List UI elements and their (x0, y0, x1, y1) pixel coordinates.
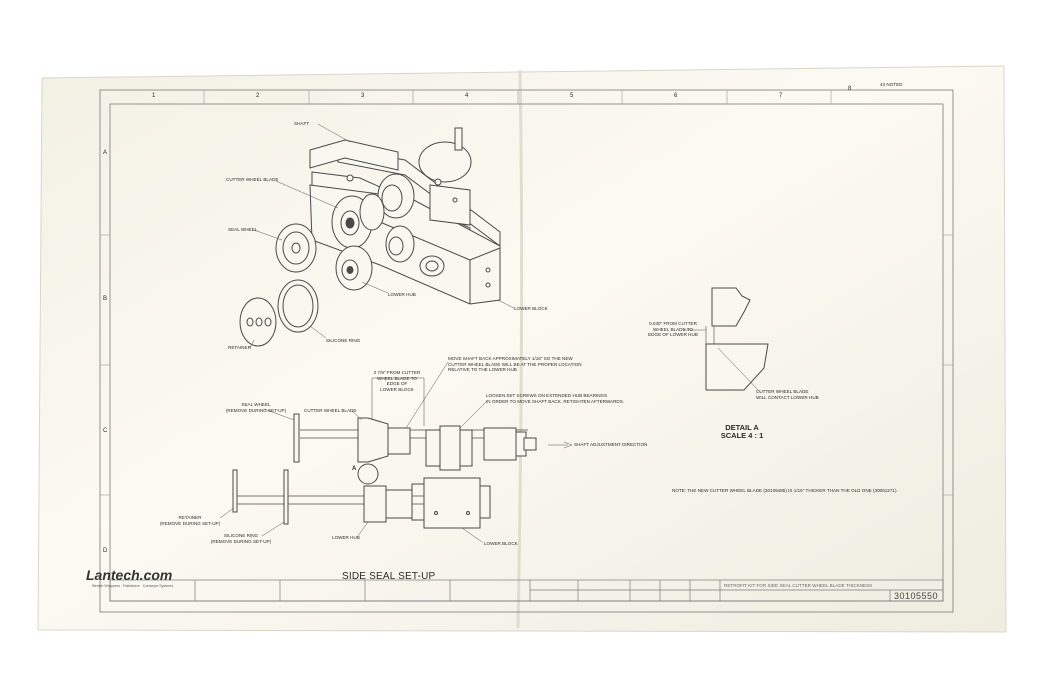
side-view-title: SIDE SEAL SET-UP (342, 571, 436, 582)
side-retainer (232, 469, 238, 513)
label-lower-hub: LOWER HUB (388, 292, 416, 297)
revision-note: NOTE: THE NEW CUTTER WHEEL BLADE (301094… (672, 488, 898, 493)
detail-a-drawing (705, 287, 769, 391)
side-seal-wheel (293, 413, 300, 463)
border-letter: D (103, 548, 108, 554)
detail-blade (711, 287, 751, 327)
side-view-assembly (232, 377, 537, 529)
company-logo: Lantech.com (86, 567, 173, 583)
side-label-shaft-adjustment: SHAFT ADJUSTMENT DIRECTION (574, 442, 648, 447)
paper-fold (516, 69, 524, 629)
detail-circle (357, 463, 379, 485)
border-letter: A (103, 150, 108, 156)
border-letter: C (103, 428, 108, 434)
border-letter: B (103, 296, 108, 302)
border-number: 1 (152, 93, 156, 99)
company-tagline: Stretch Wrappers · Palletizers · Conveyo… (92, 584, 174, 588)
move-shaft-note: MOVE SHAFT BACK APPROXIMATELY 1/16" SO T… (448, 356, 582, 373)
side-lower-hub (363, 485, 387, 523)
exploded-leaders (249, 123, 515, 349)
border-number: 2 (256, 93, 260, 99)
detail-note-bottom: CUTTER WHEEL BLADE WILL CONTACT LOWER HU… (756, 389, 819, 400)
label-retainer: RETAINER (228, 345, 251, 350)
border-number: 6 (674, 93, 678, 99)
motor-body (418, 141, 472, 183)
side-leaders (219, 361, 573, 543)
detail-hub (705, 343, 769, 391)
border-number: 4 (465, 93, 469, 99)
document-number: 30105550 (894, 591, 939, 601)
border-number: 8 (848, 86, 852, 92)
loosen-note: LOOSEN SET SCREWS ON EXTENDED HUB BEARIN… (486, 393, 625, 404)
label-shaft: SHAFT (294, 121, 310, 126)
detail-marker: A (352, 466, 357, 472)
drawing-title: RETROFIT KIT FOR SIDE SEAL CUTTER WHEEL … (724, 583, 873, 588)
border-number: 3 (361, 93, 365, 99)
side-cutter-wheel-blade (357, 417, 389, 463)
side-label-silicone-ring: SILICONE RING (REMOVE DURING SET-UP) (210, 533, 272, 544)
side-label-retainer: RETAINER (REMOVE DURING SET-UP) (159, 515, 221, 526)
detail-scale: SCALE 4 : 1 (720, 431, 764, 440)
label-lower-block: LOWER BLOCK (514, 306, 548, 311)
label-cutter-wheel-blade: CUTTER WHEEL BLADE (226, 177, 279, 182)
side-lower-block (423, 477, 481, 529)
side-silicone-ring (283, 469, 289, 525)
label-seal-wheel: SEAL WHEEL (228, 227, 258, 232)
exploded-assembly (239, 127, 501, 347)
border-zone-ticks (100, 90, 953, 496)
side-label-cutter-wheel-blade: CUTTER WHEEL BLADE (304, 408, 357, 413)
detail-leaders (684, 329, 761, 393)
dimension-note: 2 7/8" FROM CUTTER WHEEL BLADE TO EDGE O… (373, 370, 421, 392)
label-silicone-ring: SILICONE RING (326, 338, 361, 343)
side-label-seal-wheel: SEAL WHEEL (REMOVE DURING SET-UP) (225, 402, 287, 413)
detail-note-top: 0.030" FROM CUTTER WHEEL BLADE TO EDGE O… (648, 321, 698, 338)
detail-title: DETAIL A (725, 423, 759, 432)
corner-note: 43 NOTED (880, 82, 903, 87)
side-label-lower-hub: LOWER HUB (332, 535, 360, 540)
border-number: 5 (570, 93, 574, 99)
side-label-lower-block: LOWER BLOCK (484, 541, 518, 546)
border-number: 7 (779, 93, 783, 99)
title-block-frame (109, 579, 944, 602)
